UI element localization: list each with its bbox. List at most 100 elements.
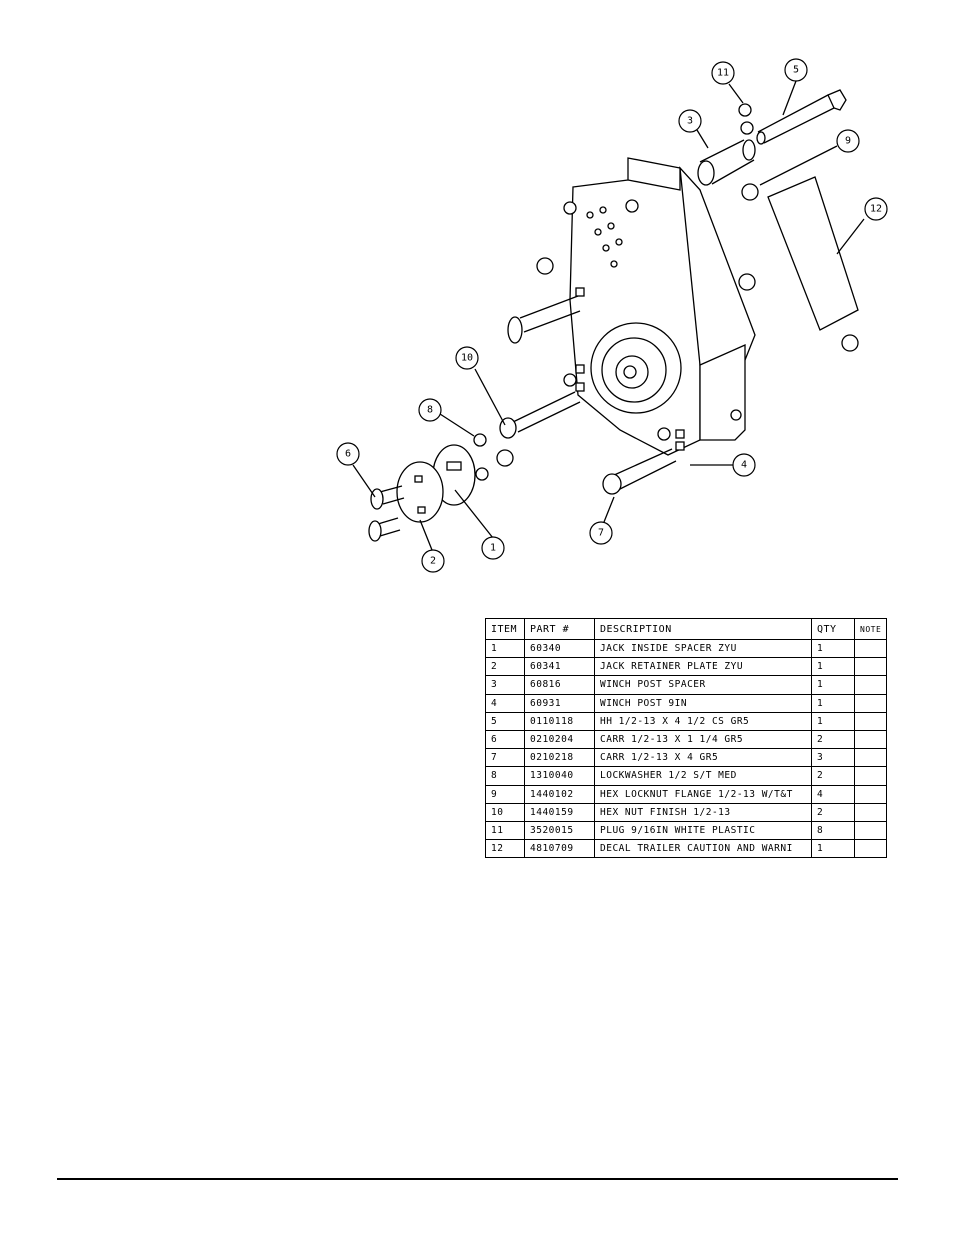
cell-note [853,820,888,841]
cell-description: HEX NUT FINISH 1/2-13 [594,802,812,822]
cell-note [853,693,888,713]
cell-qty: 1 [811,693,855,713]
cell-item: 6 [485,729,525,750]
cell-part: 1310040 [524,766,595,786]
cell-qty: 8 [811,820,855,841]
cell-item: 10 [485,802,525,822]
callout-label: 11 [717,68,729,79]
callout-label: 7 [598,528,604,539]
cell-qty: 1 [811,638,855,659]
column-header-part: PART # [524,618,595,640]
cell-item: 9 [485,784,525,804]
callout-2: 2 [421,549,445,573]
cell-item: 2 [485,657,525,677]
cell-item: 4 [485,693,525,713]
winch-post-spacer [697,139,756,186]
cell-item: 7 [485,748,525,768]
callout-label: 8 [427,405,433,416]
exploded-parts-diagram: 1 2 3 4 5 6 7 8 9 10 11 12 [336,58,888,573]
callout-8: 8 [418,398,442,422]
callout-label: 12 [870,204,882,215]
callout-label: 5 [793,65,799,76]
cell-item: 12 [485,839,525,859]
callout-10: 10 [455,346,479,370]
cell-description: WINCH POST SPACER [594,675,812,695]
cell-note [853,711,888,731]
leader-lines [352,80,865,551]
footer-divider [57,1178,898,1180]
hex-bolt [756,89,847,145]
cell-part: 0210204 [524,729,595,750]
cell-part: 1440159 [524,802,595,822]
callout-label: 10 [461,353,473,364]
cell-note [853,657,888,677]
cell-description: WINCH POST 9IN [594,693,812,713]
hex-locknut [738,273,756,291]
callout-label: 4 [741,460,747,471]
callout-7: 7 [589,521,613,545]
callout-4: 4 [732,453,756,477]
jack-retainer-plate [396,461,444,523]
cell-qty: 1 [811,711,855,731]
cell-qty: 1 [811,675,855,695]
cell-qty: 2 [811,766,855,786]
carriage-bolt [507,295,581,344]
cell-note [853,839,888,859]
cell-item: 5 [485,711,525,731]
callout-label: 3 [687,116,693,127]
cell-part: 60341 [524,657,595,677]
callout-6: 6 [336,442,360,466]
cell-part: 60931 [524,693,595,713]
cell-part: 3520015 [524,820,595,841]
cell-description: HEX LOCKNUT FLANGE 1/2-13 W/T&T [594,784,812,804]
decal [767,176,859,331]
column-header-item: ITEM [485,618,525,640]
cell-qty: 2 [811,802,855,822]
cell-part: 4810709 [524,839,595,859]
plug [740,121,754,135]
winch-post-plate [563,157,756,456]
cell-note [853,638,888,659]
callout-1: 1 [481,536,505,560]
hex-locknut [536,257,554,275]
column-header-qty: QTY [811,618,855,640]
cell-qty: 1 [811,657,855,677]
carriage-bolt [602,448,677,495]
callout-label: 9 [845,136,851,147]
cell-part: 0210218 [524,748,595,768]
plug [738,103,752,117]
cell-part: 60816 [524,675,595,695]
hex-locknut [841,334,859,352]
table-header-row: ITEM PART # DESCRIPTION QTY NOTE [485,618,888,640]
cell-qty: 1 [811,839,855,859]
cell-part: 1440102 [524,784,595,804]
cell-description: LOCKWASHER 1/2 S/T MED [594,766,812,786]
callout-label: 6 [345,449,351,460]
cell-part: 0110118 [524,711,595,731]
cell-description: PLUG 9/16IN WHITE PLASTIC [594,820,812,841]
cell-item: 1 [485,638,525,659]
cell-description: DECAL TRAILER CAUTION AND WARNI [594,839,812,859]
cell-description: CARR 1/2-13 X 1 1/4 GR5 [594,729,812,750]
callout-11: 11 [711,61,735,85]
cell-part: 60340 [524,638,595,659]
cell-note [853,748,888,768]
carriage-bolt [499,391,581,439]
cell-item: 3 [485,675,525,695]
carriage-bolt-short [368,517,401,542]
callout-5: 5 [784,58,808,82]
cell-note [853,675,888,695]
cell-note [853,729,888,750]
cell-note [853,784,888,804]
cell-description: CARR 1/2-13 X 4 GR5 [594,748,812,768]
